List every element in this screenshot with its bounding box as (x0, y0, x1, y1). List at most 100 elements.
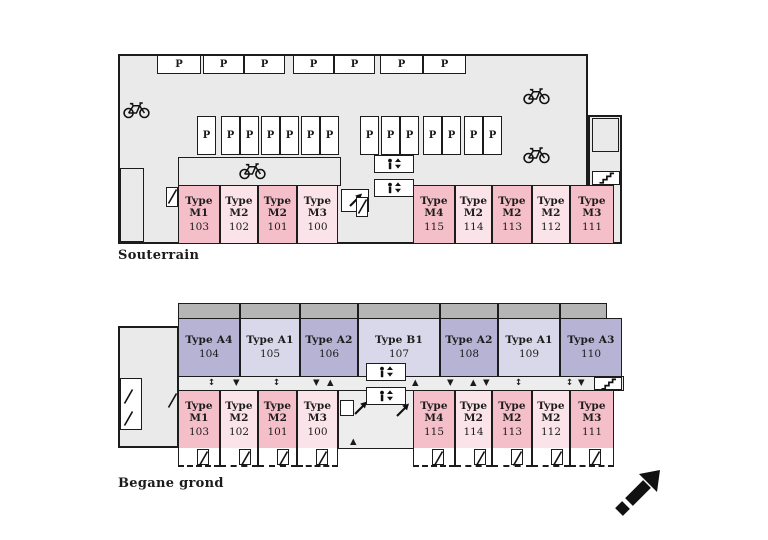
elevator-box (374, 155, 414, 173)
parking-stall: P (400, 116, 419, 155)
corridor-door-marker: ▲ (327, 378, 334, 388)
elevator-box (366, 363, 406, 381)
door-swing-icon (357, 199, 368, 214)
terrace (178, 448, 220, 467)
corridor-door-marker: ▲ (470, 378, 477, 388)
bicycle-icon-wrap (123, 101, 150, 119)
stairs-icon (599, 172, 614, 184)
corridor-door-marker: ▲ (412, 378, 419, 388)
parking-stall: P (464, 116, 483, 155)
door-swing-icon (167, 189, 178, 204)
entry-closet (340, 400, 354, 416)
north-arrow-icon (615, 470, 660, 516)
parking-stall: P (244, 55, 285, 74)
door-marker (123, 410, 135, 428)
corridor-door-marker: ↕ (208, 378, 216, 388)
door-marker (551, 449, 563, 466)
unit-number: 112 (540, 426, 562, 439)
door-marker (239, 449, 251, 466)
bg-left-room (120, 378, 142, 430)
elevator-icon (387, 182, 401, 194)
bicycle-icon (123, 102, 150, 119)
door-swing-icon (167, 393, 178, 408)
unit-number: 101 (267, 426, 288, 439)
door-swing-icon (590, 451, 601, 466)
door-marker (167, 392, 179, 410)
parking-stall: P (360, 116, 379, 155)
unit-box-110[interactable]: Type A3 110 (560, 318, 622, 377)
unit-box-105[interactable]: Type A1 105 (240, 318, 300, 377)
unit-number: 100 (307, 426, 328, 439)
stairs-up-arrow-icon (354, 401, 367, 415)
unit-number: 114 (463, 221, 484, 234)
parking-stall: P (157, 55, 201, 74)
door-marker (277, 449, 289, 466)
unit-number: 111 (581, 221, 603, 234)
door-swing-icon (123, 411, 134, 426)
bicycle-icon-wrap (523, 146, 550, 164)
parking-stall: P (203, 55, 244, 74)
balcony (300, 303, 358, 319)
unit-number: 113 (501, 221, 523, 234)
parking-stall: P (423, 116, 442, 155)
unit-number: 110 (580, 348, 602, 361)
balcony (498, 303, 560, 319)
unit-type-label: Type A1 (505, 333, 553, 346)
unit-type-label: Type B1 (374, 333, 424, 346)
parking-stall: P (381, 116, 400, 155)
terrace (297, 448, 338, 467)
parking-stall: P (240, 116, 259, 155)
unit-type-label: Type A1 (246, 333, 294, 346)
door-marker (589, 449, 601, 466)
corridor-door-marker: ▼ (313, 378, 320, 388)
stairs-box (594, 377, 622, 390)
bicycle-icon-wrap (239, 162, 266, 180)
unit-number: 101 (267, 221, 288, 234)
unit-number: 100 (307, 221, 328, 234)
unit-type-label: Type A3 (567, 333, 615, 346)
elevator-box (366, 387, 406, 405)
parking-stall: P (261, 116, 280, 155)
balcony (560, 303, 607, 319)
stairs-up-arrow-icon (396, 403, 409, 417)
unit-number: 108 (458, 348, 480, 361)
souterrain-annex-room (592, 118, 619, 152)
parking-stall: P (423, 55, 466, 74)
terrace (492, 448, 532, 467)
corridor-door-marker: ▼ (483, 378, 490, 388)
door-swing-icon (123, 389, 134, 404)
unit-number: 105 (259, 348, 281, 361)
parking-stall: P (197, 116, 216, 155)
